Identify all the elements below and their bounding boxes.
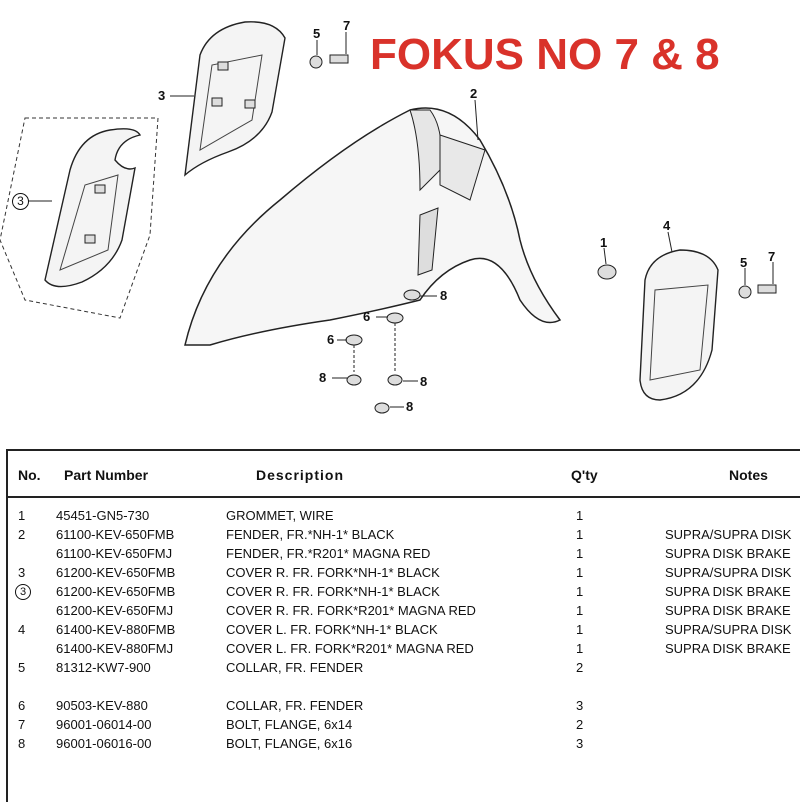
callout-7-top: 7 xyxy=(343,18,351,33)
callout-8-bottom: 8 xyxy=(406,399,414,414)
table-row: 61200-KEV-650FMJ COVER R. FR. FORK*R201* … xyxy=(8,603,800,622)
description-cell: COLLAR, FR. FENDER xyxy=(226,698,364,713)
table-row: 1 45451-GN5-730 GROMMET, WIRE 1 xyxy=(8,508,800,527)
notes-cell: SUPRA/SUPRA DISK xyxy=(665,527,792,542)
callout-8-top: 8 xyxy=(440,288,448,303)
focus-note-heading: FOKUS NO 7 & 8 xyxy=(370,30,720,79)
quantity-cell: 1 xyxy=(576,641,584,656)
callout-8-left: 8 xyxy=(319,370,327,385)
table-row: 3 61200-KEV-650FMB COVER R. FR. FORK*NH-1*… xyxy=(8,584,800,603)
description-cell: BOLT, FLANGE, 6x16 xyxy=(226,736,353,751)
callout-6-lower: 6 xyxy=(327,332,335,347)
alt-fork-cover-right xyxy=(44,128,142,288)
description-cell: COVER L. FR. FORK*R201* MAGNA RED xyxy=(226,641,474,656)
row-number-cell: 4 xyxy=(18,622,26,637)
row-number-cell: 2 xyxy=(18,527,26,542)
row-number-cell: 3 xyxy=(15,584,31,600)
alt-part-dashed-boundary xyxy=(0,117,159,319)
notes-cell: SUPRA DISK BRAKE xyxy=(665,603,791,618)
header-no: No. xyxy=(18,467,41,483)
table-row: 2 61100-KEV-650FMB FENDER, FR.*NH-1* BLACK… xyxy=(8,527,800,546)
description-cell: FENDER, FR.*NH-1* BLACK xyxy=(226,527,395,542)
description-cell: COVER R. FR. FORK*NH-1* BLACK xyxy=(226,565,440,580)
quantity-cell: 1 xyxy=(576,508,584,523)
part-number-cell: 61200-KEV-650FMB xyxy=(56,584,176,599)
quantity-cell: 3 xyxy=(576,698,584,713)
header-notes: Notes xyxy=(729,467,768,483)
part-number-cell: 61200-KEV-650FMB xyxy=(56,565,176,580)
description-cell: COVER L. FR. FORK*NH-1* BLACK xyxy=(226,622,438,637)
table-header: No. Part Number Description Q'ty Notes xyxy=(8,451,800,498)
fender-fasteners xyxy=(332,289,437,414)
notes-cell: SUPRA DISK BRAKE xyxy=(665,584,791,599)
table-row: 61100-KEV-650FMJ FENDER, FR.*R201* MAGNA … xyxy=(8,546,800,565)
header-part-number: Part Number xyxy=(64,467,149,483)
quantity-cell: 1 xyxy=(576,584,584,599)
quantity-cell: 3 xyxy=(576,736,584,751)
quantity-cell: 1 xyxy=(576,565,584,580)
notes-cell: SUPRA DISK BRAKE xyxy=(665,641,791,656)
description-cell: COVER R. FR. FORK*R201* MAGNA RED xyxy=(226,603,476,618)
table-row: 5 81312-KW7-900 COLLAR, FR. FENDER 2 xyxy=(8,660,800,679)
row-number-cell: 7 xyxy=(18,717,26,732)
callout-3: 3 xyxy=(158,88,166,103)
part-number-cell: 61100-KEV-650FMB xyxy=(56,527,175,542)
callout-5-right: 5 xyxy=(740,255,748,270)
row-number-cell: 6 xyxy=(18,698,26,713)
exploded-view-drawing xyxy=(0,21,777,414)
part-number-cell: 96001-06016-00 xyxy=(56,736,152,751)
callout-1: 1 xyxy=(600,235,608,250)
part-number-cell: 96001-06014-00 xyxy=(56,717,152,732)
callout-2: 2 xyxy=(470,86,478,101)
table-row: 61400-KEV-880FMJ COVER L. FR. FORK*R201* … xyxy=(8,641,800,660)
row-number-cell: 5 xyxy=(18,660,26,675)
description-cell: COVER R. FR. FORK*NH-1* BLACK xyxy=(226,584,440,599)
quantity-cell: 1 xyxy=(576,527,584,542)
header-qty: Q'ty xyxy=(571,467,598,483)
part-number-cell: 45451-GN5-730 xyxy=(56,508,150,523)
callout-5-top: 5 xyxy=(313,26,321,41)
table-row: 4 61400-KEV-880FMB COVER L. FR. FORK*NH-1*… xyxy=(8,622,800,641)
callout-8-right: 8 xyxy=(420,374,428,389)
description-cell: COLLAR, FR. FENDER xyxy=(226,660,364,675)
part-number-cell: 61400-KEV-880FMB xyxy=(56,622,176,637)
quantity-cell: 1 xyxy=(576,622,584,637)
description-cell: FENDER, FR.*R201* MAGNA RED xyxy=(226,546,431,561)
table-row: 7 96001-06014-00 BOLT, FLANGE, 6x14 2 xyxy=(8,717,800,736)
table-row: 6 90503-KEV-880 COLLAR, FR. FENDER 3 xyxy=(8,698,800,717)
fork-cover-right xyxy=(184,21,286,177)
part-number-cell: 81312-KW7-900 xyxy=(56,660,151,675)
row-number-cell: 8 xyxy=(18,736,26,751)
notes-cell: SUPRA/SUPRA DISK xyxy=(665,565,792,580)
table-row: 3 61200-KEV-650FMB COVER R. FR. FORK*NH-1*… xyxy=(8,565,800,584)
description-cell: GROMMET, WIRE xyxy=(226,508,334,523)
notes-cell: SUPRA DISK BRAKE xyxy=(665,546,791,561)
quantity-cell: 2 xyxy=(576,660,584,675)
header-description: Description xyxy=(256,467,345,483)
parts-diagram: FOKUS NO 7 & 8 1 2 3 3 4 5 5 6 6 7 7 8 8… xyxy=(0,18,777,414)
row-number-cell: 3 xyxy=(18,565,26,580)
table-row: 8 96001-06016-00 BOLT, FLANGE, 6x16 3 xyxy=(8,736,800,755)
callout-4: 4 xyxy=(663,218,671,233)
parts-table: No. Part Number Description Q'ty Notes 1… xyxy=(6,449,800,802)
callout-6-upper: 6 xyxy=(363,309,371,324)
quantity-cell: 2 xyxy=(576,717,584,732)
fork-cover-left xyxy=(639,249,719,401)
quantity-cell: 1 xyxy=(576,546,584,561)
part-number-cell: 90503-KEV-880 xyxy=(56,698,148,713)
description-cell: BOLT, FLANGE, 6x14 xyxy=(226,717,353,732)
callout-3-circled: 3 xyxy=(12,193,29,210)
part-number-cell: 61100-KEV-650FMJ xyxy=(56,546,173,561)
part-number-cell: 61400-KEV-880FMJ xyxy=(56,641,174,656)
part-number-cell: 61200-KEV-650FMJ xyxy=(56,603,174,618)
row-number-cell: 1 xyxy=(18,508,26,523)
callout-7-right: 7 xyxy=(768,249,776,264)
quantity-cell: 1 xyxy=(576,603,584,618)
notes-cell: SUPRA/SUPRA DISK xyxy=(665,622,792,637)
